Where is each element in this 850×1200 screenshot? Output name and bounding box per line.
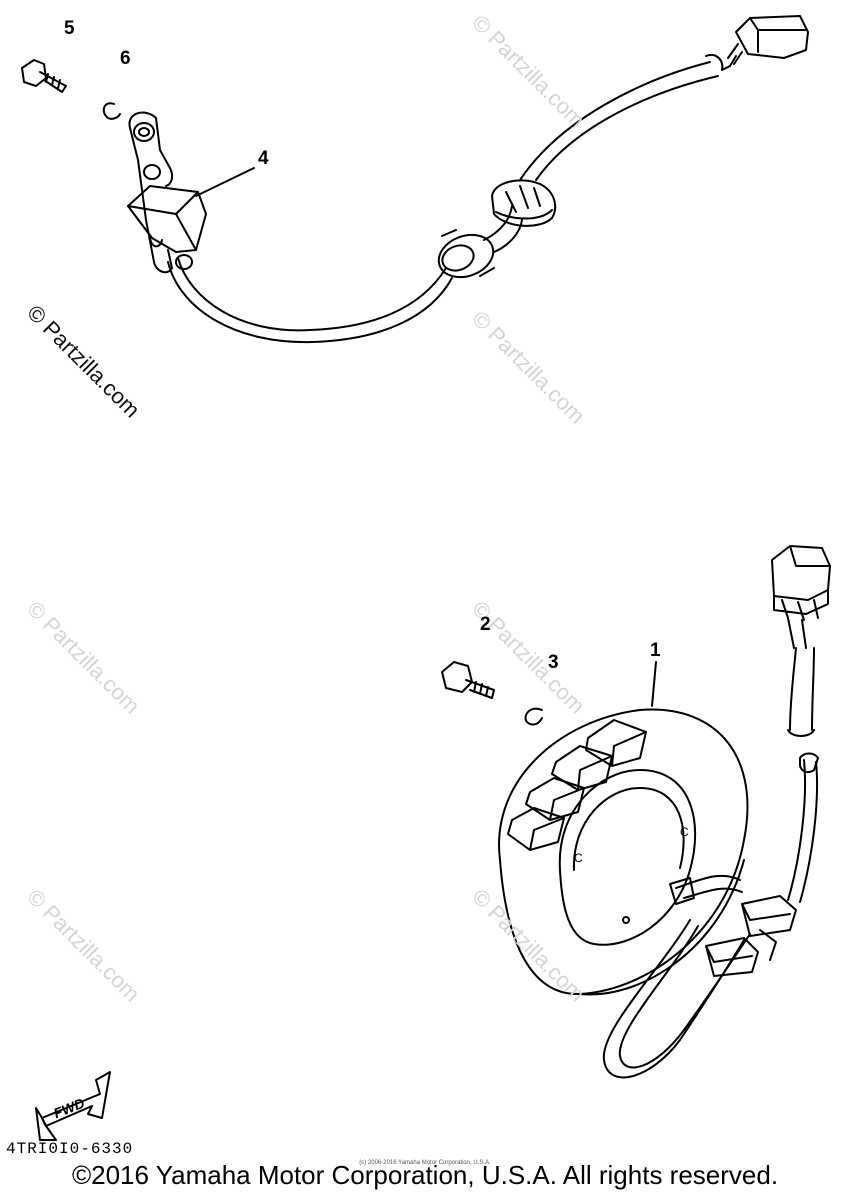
- stator-connector-top: [771, 545, 831, 649]
- callout-2: 2: [480, 614, 491, 635]
- copyright-notice: ©2016 Yamaha Motor Corporation, U.S.A. A…: [71, 1160, 779, 1190]
- bolt-5: [21, 59, 67, 93]
- svg-text:C: C: [574, 851, 583, 865]
- stator-connector-mid: [705, 895, 797, 977]
- pickup-connector: [727, 15, 809, 65]
- clip-washer-3: [524, 707, 543, 726]
- part-code: 4TRI0I0-6330: [6, 1140, 134, 1158]
- pickup-coil-body: [127, 185, 207, 253]
- callout-5: 5: [64, 18, 75, 39]
- stator-wire-harness: [675, 874, 743, 899]
- callout-1: 1: [650, 640, 661, 661]
- pickup-coil-assembly: [21, 15, 809, 344]
- callout-3: 3: [548, 652, 559, 673]
- stator-poles: [507, 719, 647, 851]
- svg-text:C: C: [680, 825, 689, 839]
- callout-6: 6: [120, 48, 131, 69]
- callout-4: 4: [258, 148, 269, 169]
- clip-washer-6: [102, 102, 121, 120]
- tiny-copyright: (c) 2006-2016 Yamaha Motor Corporation, …: [359, 1160, 491, 1166]
- bolt-2: [441, 661, 495, 699]
- grommet-a: [437, 229, 495, 279]
- stator-assembly: C C: [441, 545, 831, 1079]
- pickup-wire-harness: [167, 257, 453, 344]
- grommet-b: [491, 179, 557, 227]
- fwd-arrow-icon: [35, 1071, 111, 1141]
- stator-ring: [498, 708, 749, 996]
